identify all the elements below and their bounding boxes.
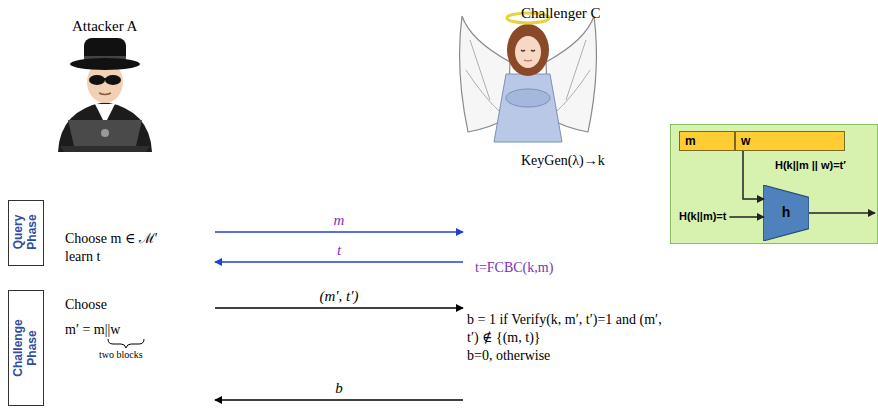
node-title: h bbox=[782, 204, 791, 222]
node-text: t=FCBC(k,m) bbox=[475, 259, 553, 277]
phase-label: Challenge Phase bbox=[12, 313, 40, 383]
message-label: (m′, t′) bbox=[319, 287, 358, 306]
attacker-figure bbox=[58, 102, 152, 152]
message-block: m bbox=[679, 131, 735, 151]
node-text: Choose m ∈ ℳ′ learn t bbox=[65, 230, 177, 265]
attacker-figure bbox=[68, 120, 142, 146]
underbrace bbox=[108, 339, 144, 348]
challenger-figure bbox=[460, 13, 597, 142]
challenger-figure bbox=[494, 74, 562, 142]
challenger-figure bbox=[521, 50, 535, 51]
result-arrow bbox=[215, 399, 463, 401]
node-text: two blocks bbox=[99, 349, 143, 362]
query-arrow bbox=[215, 231, 463, 233]
attacker-figure bbox=[60, 146, 150, 152]
message-label: m bbox=[334, 211, 345, 230]
challenger-figure bbox=[556, 40, 590, 112]
attacker-figure bbox=[105, 75, 121, 85]
node-title: m bbox=[685, 134, 696, 149]
node-text: Choose bbox=[65, 296, 107, 314]
party-column: Attacker A Choose m ∈ ℳ′ learn t Choose m′ … bbox=[55, 8, 215, 406]
attacker-figure bbox=[89, 75, 105, 85]
node-text: H(k||m)=t bbox=[679, 210, 726, 224]
phase-box: Challenge Phase bbox=[8, 290, 44, 406]
node-text: KeyGen(λ)→k bbox=[521, 152, 605, 170]
hash-function-shape bbox=[763, 185, 809, 241]
attacker-figure bbox=[104, 78, 106, 80]
hash-function: h bbox=[763, 185, 809, 241]
challenger-figure bbox=[515, 36, 541, 68]
phase-label: Query Phase bbox=[12, 203, 40, 261]
attacker-figure bbox=[99, 93, 111, 95]
challenger-figure bbox=[507, 24, 549, 76]
message-block: w bbox=[735, 131, 845, 151]
chain-input-arrow bbox=[729, 216, 764, 218]
underbrace bbox=[108, 339, 144, 348]
forgery-arrow bbox=[215, 307, 463, 309]
attacker-figure bbox=[70, 58, 140, 70]
attacker-figure bbox=[58, 38, 152, 152]
hash-input-arrow bbox=[743, 151, 764, 199]
node-title: Challenger C bbox=[521, 4, 601, 23]
party-column: Challenger C KeyGen(λ)→k t=FCBC(k,m) b = 1 … bbox=[463, 2, 663, 406]
inset-panel: H(k||m || w)=t′ H(k||m)=t m w h bbox=[670, 124, 878, 244]
message-label: b bbox=[335, 379, 343, 398]
node-text: m′ = m||w bbox=[65, 321, 120, 339]
phase-box: Query Phase bbox=[8, 200, 44, 266]
node-title: w bbox=[741, 134, 750, 149]
node-text: b = 1 if Verify(k, m′, t′)=1 and (m′, t′… bbox=[467, 311, 663, 346]
node-text: b=0, otherwise bbox=[467, 347, 550, 365]
challenger-figure bbox=[524, 60, 532, 61]
attacker-figure bbox=[101, 129, 109, 137]
node-title: Attacker A bbox=[72, 17, 137, 36]
challenger-figure bbox=[506, 89, 550, 107]
response-arrow bbox=[215, 261, 463, 263]
hash-output-arrow bbox=[809, 212, 875, 214]
challenger-figure bbox=[466, 40, 500, 112]
message-label: t bbox=[337, 241, 341, 260]
node-title: H(k||m || w)=t′ bbox=[775, 159, 846, 173]
